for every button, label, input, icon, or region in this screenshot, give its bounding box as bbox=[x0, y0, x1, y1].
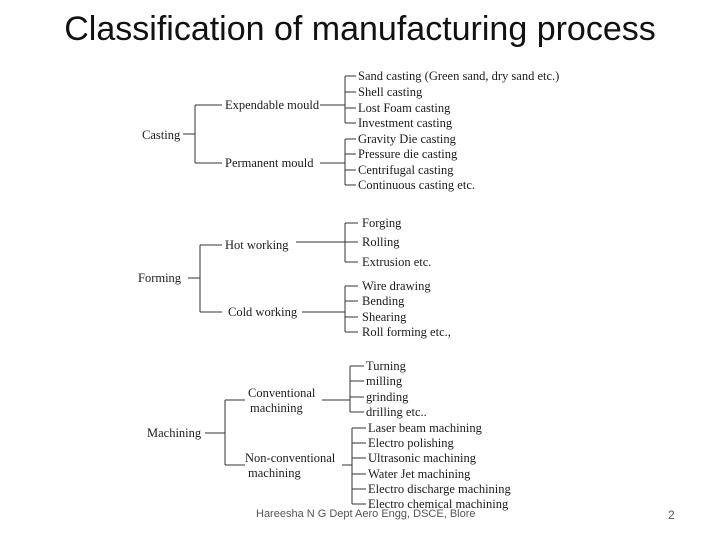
page-number: 2 bbox=[668, 508, 675, 522]
slide-footer: Hareesha N G Dept Aero Engg, DSCE, Blore bbox=[256, 508, 476, 520]
node-nonconventional-machining-line1: Non-conventional bbox=[245, 451, 336, 465]
leaf-bending: Bending bbox=[362, 294, 405, 308]
leaf-electro-polishing: Electro polishing bbox=[368, 436, 454, 450]
leaf-extrusion: Extrusion etc. bbox=[362, 255, 432, 269]
leaf-drilling: drilling etc.. bbox=[366, 405, 427, 419]
node-hot-working: Hot working bbox=[225, 238, 289, 252]
leaf-turning: Turning bbox=[366, 359, 406, 373]
leaf-laser-beam-machining: Laser beam machining bbox=[368, 421, 482, 435]
leaf-shearing: Shearing bbox=[362, 310, 407, 324]
node-machining: Machining bbox=[147, 426, 202, 440]
leaf-continuous-casting: Continuous casting etc. bbox=[358, 178, 475, 192]
leaf-electro-discharge-machining: Electro discharge machining bbox=[368, 482, 511, 496]
leaf-pressure-die-casting: Pressure die casting bbox=[358, 147, 458, 161]
slide-title: Classification of manufacturing process bbox=[64, 10, 656, 48]
leaf-milling: milling bbox=[366, 374, 403, 388]
leaf-sand-casting: Sand casting (Green sand, dry sand etc.) bbox=[358, 69, 560, 83]
leaf-gravity-die-casting: Gravity Die casting bbox=[358, 132, 456, 146]
leaf-electro-chemical-machining: Electro chemical machining bbox=[368, 497, 509, 511]
node-conventional-machining-line2: machining bbox=[250, 401, 303, 415]
node-expendable-mould: Expendable mould bbox=[225, 98, 320, 112]
leaf-wire-drawing: Wire drawing bbox=[362, 279, 431, 293]
leaf-centrifugal-casting: Centrifugal casting bbox=[358, 163, 454, 177]
node-conventional-machining-line1: Conventional bbox=[248, 386, 316, 400]
leaf-water-jet-machining: Water Jet machining bbox=[368, 467, 471, 481]
leaf-rolling: Rolling bbox=[362, 235, 400, 249]
leaf-lost-foam-casting: Lost Foam casting bbox=[358, 101, 451, 115]
node-casting: Casting bbox=[142, 128, 181, 142]
leaf-forging: Forging bbox=[362, 216, 402, 230]
leaf-roll-forming: Roll forming etc., bbox=[362, 325, 451, 339]
node-cold-working: Cold working bbox=[228, 305, 298, 319]
node-nonconventional-machining-line2: machining bbox=[248, 466, 301, 480]
leaf-ultrasonic-machining: Ultrasonic machining bbox=[368, 451, 476, 465]
node-permanent-mould: Permanent mould bbox=[225, 156, 314, 170]
leaf-grinding: grinding bbox=[366, 390, 409, 404]
node-forming: Forming bbox=[138, 271, 182, 285]
leaf-shell-casting: Shell casting bbox=[358, 85, 423, 99]
leaf-investment-casting: Investment casting bbox=[358, 116, 453, 130]
